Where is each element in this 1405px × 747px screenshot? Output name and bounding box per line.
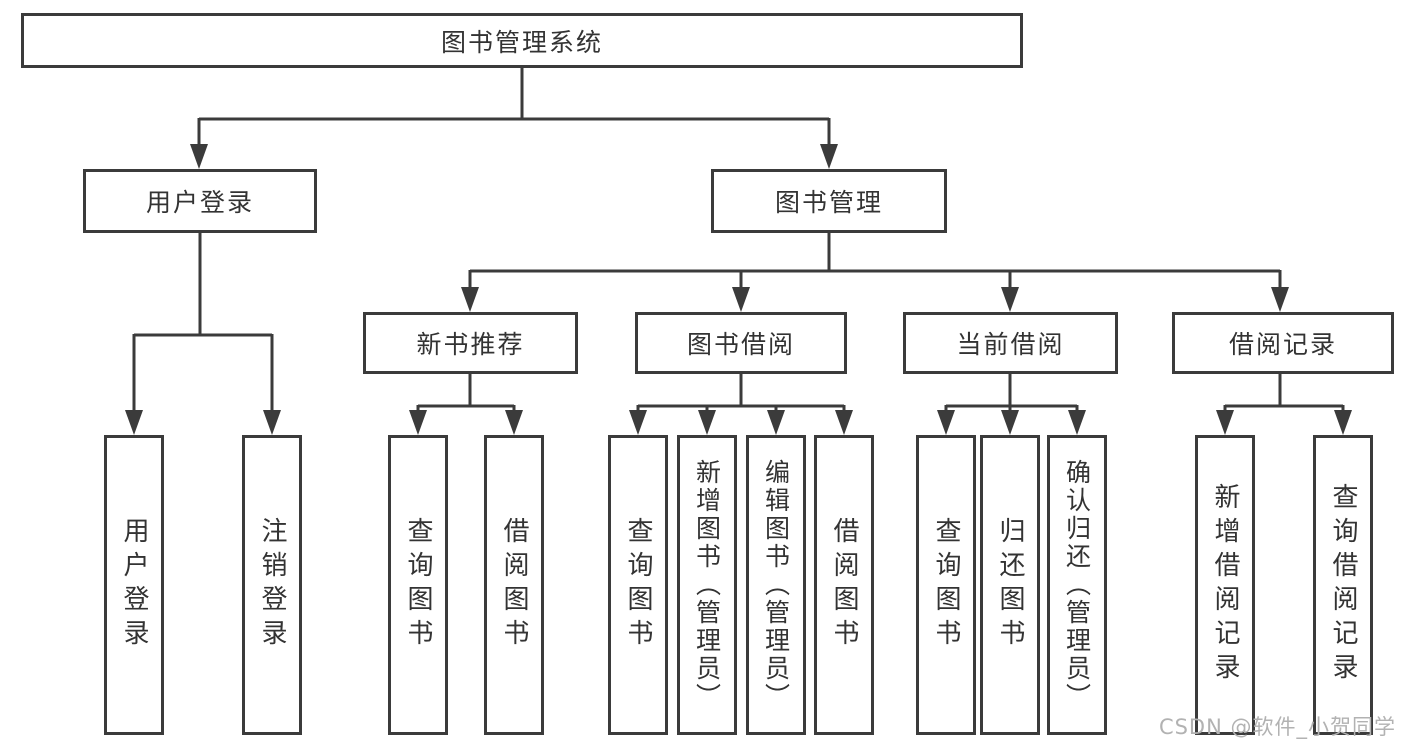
leaf-confirm-return-admin-label: 确认归还（管理员） <box>1062 459 1092 711</box>
node-book-management-label: 图书管理 <box>774 188 883 217</box>
node-root-system-label: 图书管理系统 <box>440 27 603 57</box>
arrowheads <box>125 144 1352 435</box>
node-user-login: 用户登录 <box>83 169 317 233</box>
node-borrow-records: 借阅记录 <box>1172 312 1394 374</box>
node-current-borrow: 当前借阅 <box>903 312 1118 374</box>
node-book-management: 图书管理 <box>711 169 947 233</box>
leaf-return-book-label: 归还图书 <box>995 517 1025 653</box>
node-book-borrow-label: 图书借阅 <box>686 330 795 359</box>
leaf-borrow-query-book: 查询图书 <box>608 435 668 735</box>
leaf-recommend-borrow-book-label: 借阅图书 <box>499 517 529 653</box>
leaf-borrow-book-label: 借阅图书 <box>829 517 859 653</box>
node-user-login-label: 用户登录 <box>145 188 254 217</box>
leaf-edit-book-admin: 编辑图书（管理员） <box>746 435 806 735</box>
node-book-borrow: 图书借阅 <box>635 312 847 374</box>
leaf-user-login-label: 用户登录 <box>119 517 149 653</box>
leaf-return-book: 归还图书 <box>980 435 1040 735</box>
leaf-current-query-book-label: 查询图书 <box>931 517 961 653</box>
leaf-logout-label: 注销登录 <box>257 517 287 653</box>
node-root-system: 图书管理系统 <box>21 13 1023 68</box>
leaf-user-login: 用户登录 <box>104 435 164 735</box>
leaf-add-book-admin-label: 新增图书（管理员） <box>692 459 722 711</box>
leaf-current-query-book: 查询图书 <box>916 435 976 735</box>
csdn-watermark: CSDN @软件_小贺同学 <box>1158 715 1396 739</box>
leaf-recommend-query-book-label: 查询图书 <box>403 517 433 653</box>
leaf-borrow-book: 借阅图书 <box>814 435 874 735</box>
leaf-logout: 注销登录 <box>242 435 302 735</box>
leaf-query-borrow-record-label: 查询借阅记录 <box>1328 483 1358 687</box>
node-borrow-records-label: 借阅记录 <box>1228 330 1337 359</box>
leaf-confirm-return-admin: 确认归还（管理员） <box>1047 435 1107 735</box>
leaf-add-book-admin: 新增图书（管理员） <box>677 435 737 735</box>
leaf-add-borrow-record: 新增借阅记录 <box>1195 435 1255 735</box>
node-current-borrow-label: 当前借阅 <box>956 330 1065 359</box>
leaf-query-borrow-record: 查询借阅记录 <box>1313 435 1373 735</box>
node-new-book-recommend-label: 新书推荐 <box>416 330 525 359</box>
leaf-recommend-query-book: 查询图书 <box>388 435 448 735</box>
node-new-book-recommend: 新书推荐 <box>363 312 578 374</box>
leaf-edit-book-admin-label: 编辑图书（管理员） <box>761 459 791 711</box>
leaf-borrow-query-book-label: 查询图书 <box>623 517 653 653</box>
leaf-add-borrow-record-label: 新增借阅记录 <box>1210 483 1240 687</box>
leaf-recommend-borrow-book: 借阅图书 <box>484 435 544 735</box>
